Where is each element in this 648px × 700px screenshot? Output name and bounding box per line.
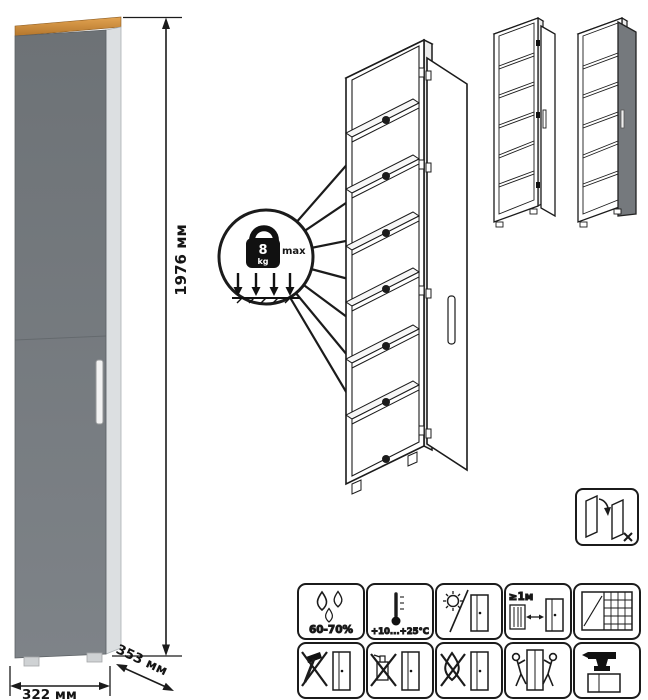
mini-b-door <box>617 20 637 217</box>
load-value: 8 <box>258 243 267 258</box>
mini-a-hinges <box>536 40 540 188</box>
isometric-open-cabinet <box>265 38 468 495</box>
mini-a-shelves <box>498 52 535 188</box>
mini-b-handle <box>620 109 625 129</box>
heavy-load-icon <box>573 642 641 699</box>
temperature-label: +10...+25°C <box>371 627 429 637</box>
height-label: 1976 мм <box>172 224 190 296</box>
width-label: 322 мм <box>22 687 77 700</box>
no-abrasive-cleaner-icon <box>366 642 434 699</box>
door-handle <box>95 359 104 425</box>
hinges <box>418 67 432 439</box>
mini-a-handle <box>542 109 547 129</box>
heat-distance-label: ≥1м <box>509 591 534 603</box>
mini-view-door-right <box>492 16 556 228</box>
weight-max-icon: 8 kg max <box>217 208 315 306</box>
temperature-icon: +10...+25°C <box>366 583 434 640</box>
shelf-load-dots <box>382 116 390 463</box>
isometric-door-handle <box>447 295 456 345</box>
load-qualifier: max <box>282 246 306 257</box>
ventilation-grille-icon <box>573 583 641 640</box>
depth-label: 353 мм <box>113 642 170 680</box>
cabinet-foot-right <box>86 652 103 663</box>
door-rehang-icon <box>575 488 639 546</box>
cabinet-side-panel <box>105 26 122 655</box>
no-wet-cleaning-icon <box>435 642 503 699</box>
cross-mark <box>623 532 633 542</box>
dimension-height: 1976 мм <box>112 16 190 657</box>
mini-a-door <box>540 24 556 218</box>
kettlebell-body <box>246 238 280 268</box>
kettlebell-handle <box>249 225 279 242</box>
cabinet-foot-left <box>23 656 40 667</box>
dimension-width: 322 мм <box>9 666 111 700</box>
door-seam <box>14 335 107 341</box>
heat-distance-icon: ≥1м <box>504 583 572 640</box>
no-direct-sunlight-icon <box>435 583 503 640</box>
open-door <box>426 56 468 472</box>
load-unit: kg <box>257 257 268 266</box>
mini-b-shelves <box>582 52 619 188</box>
cabinet-render <box>14 16 122 667</box>
no-impact-icon <box>297 642 365 699</box>
cabinet-door-front <box>14 29 107 659</box>
mini-view-door-left <box>576 16 637 228</box>
humidity-icon: 60-70% <box>297 583 365 640</box>
load-arrows <box>232 273 300 304</box>
move-by-two-icon <box>504 642 572 699</box>
humidity-label: 60-70% <box>309 624 354 636</box>
